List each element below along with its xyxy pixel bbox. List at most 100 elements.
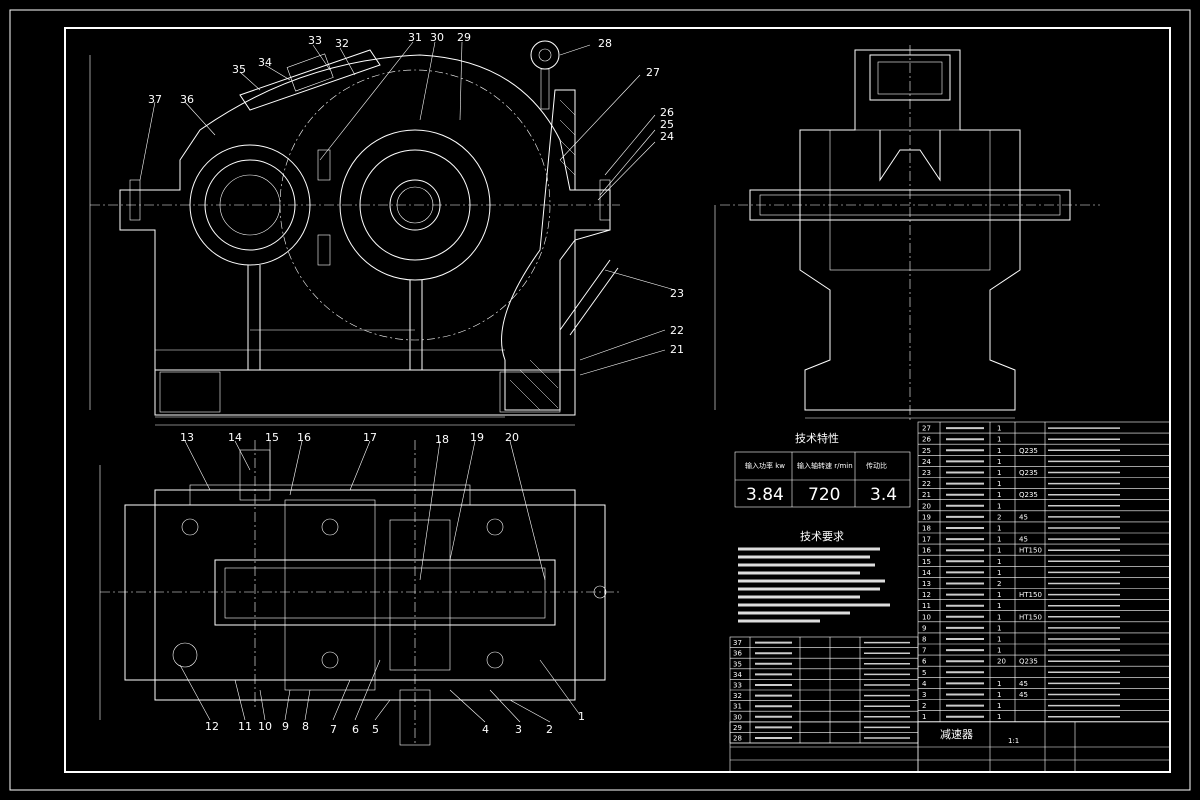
outer-border <box>9 9 1191 791</box>
bom-upper-qty: 1 <box>997 558 1001 566</box>
bom-lower-number: 37 <box>733 639 742 647</box>
params-value-power: 3.84 <box>746 485 784 505</box>
bom-upper-number: 9 <box>922 624 926 632</box>
bom-upper-qty: 1 <box>997 591 1001 599</box>
bom-upper-material: 45 <box>1019 513 1028 521</box>
balloon-22: 22 <box>670 324 684 337</box>
bom-upper-number: 22 <box>922 480 931 488</box>
bom-upper-number: 4 <box>922 680 927 688</box>
bom-upper-number: 11 <box>922 602 931 610</box>
top-leaders <box>179 440 581 723</box>
balloon-19: 19 <box>470 431 484 444</box>
bom-upper-qty: 1 <box>997 613 1001 621</box>
balloon-10: 10 <box>258 720 272 733</box>
title-block-scale: 1:1 <box>1008 737 1019 745</box>
bom-upper-number: 23 <box>922 469 931 477</box>
bom-upper-material: Q235 <box>1019 447 1038 455</box>
balloon-17: 17 <box>363 431 377 444</box>
params-title: 技术特性 <box>795 431 839 445</box>
balloon-23: 23 <box>670 287 684 300</box>
bom-upper-qty: 1 <box>997 713 1001 721</box>
bom-upper-material: HT150 <box>1019 591 1042 599</box>
balloon-26: 26 <box>660 106 674 119</box>
bom-upper-number: 13 <box>922 580 931 588</box>
bom-upper-number: 15 <box>922 558 931 566</box>
bom-upper-number: 12 <box>922 591 931 599</box>
top-balloons: 13 14 15 16 17 18 19 20 12 11 10 9 8 7 6… <box>180 431 585 736</box>
balloon-35: 35 <box>232 63 246 76</box>
balloon-21: 21 <box>670 343 684 356</box>
front-leaders <box>139 41 676 376</box>
balloon-16: 16 <box>297 431 311 444</box>
balloon-33: 33 <box>308 34 322 47</box>
balloon-31: 31 <box>408 31 422 44</box>
balloon-1: 1 <box>578 710 585 723</box>
balloon-2: 2 <box>546 723 553 736</box>
bom-upper-number: 19 <box>922 513 931 521</box>
title-block: 减速器 1:1 <box>729 721 1171 773</box>
bom-upper-number: 2 <box>922 702 926 710</box>
balloon-9: 9 <box>282 720 289 733</box>
bom-upper-number: 24 <box>922 458 931 466</box>
balloon-18: 18 <box>435 433 449 446</box>
bom-lower-number: 28 <box>733 735 742 743</box>
balloon-7: 7 <box>330 723 337 736</box>
bom-upper-qty: 1 <box>997 458 1001 466</box>
balloon-14: 14 <box>228 431 242 444</box>
front-view <box>89 40 620 426</box>
balloon-25: 25 <box>660 118 674 131</box>
bom-upper-qty: 1 <box>997 691 1001 699</box>
bom-upper-material: Q235 <box>1019 658 1038 666</box>
top-view <box>99 440 620 746</box>
balloon-36: 36 <box>180 93 194 106</box>
bom-upper-number: 18 <box>922 525 931 533</box>
title-block-name: 减速器 <box>940 728 973 741</box>
bom-upper-number: 20 <box>922 502 931 510</box>
bom-upper-material: HT150 <box>1019 613 1042 621</box>
bom-upper-material: 45 <box>1019 680 1028 688</box>
balloon-24: 24 <box>660 130 674 143</box>
bom-upper-qty: 1 <box>997 636 1001 644</box>
balloon-13: 13 <box>180 431 194 444</box>
bom-upper-qty: 1 <box>997 569 1001 577</box>
bom-lower-number: 29 <box>733 724 742 732</box>
bom-upper-material: Q235 <box>1019 469 1038 477</box>
bom-upper-number: 21 <box>922 491 931 499</box>
bom-upper-qty: 1 <box>997 624 1001 632</box>
bom-upper-qty: 1 <box>997 680 1001 688</box>
bom-lower-number: 35 <box>733 660 742 668</box>
bom-upper-material: Q235 <box>1019 491 1038 499</box>
balloon-32: 32 <box>335 37 349 50</box>
bom-upper-material: 45 <box>1019 691 1028 699</box>
balloon-11: 11 <box>238 720 252 733</box>
params-header-speed: 输入轴转速 r/min <box>797 461 853 470</box>
balloon-5: 5 <box>372 723 379 736</box>
side-view <box>714 45 1100 420</box>
bom-upper-qty: 1 <box>997 425 1001 433</box>
bom-lower-number: 34 <box>733 671 742 679</box>
balloon-3: 3 <box>515 723 522 736</box>
bom-upper-qty: 2 <box>997 513 1001 521</box>
bom-upper-qty: 1 <box>997 547 1001 555</box>
params-table: 技术特性 输入功率 kw 输入轴转速 r/min 传动比 3.84 720 3.… <box>734 431 911 508</box>
bom-upper-qty: 1 <box>997 536 1001 544</box>
bom-upper-number: 8 <box>922 636 926 644</box>
balloon-8: 8 <box>302 720 309 733</box>
bom-upper-number: 6 <box>922 658 927 666</box>
balloon-15: 15 <box>265 431 279 444</box>
bom-upper-qty: 1 <box>997 436 1001 444</box>
tech-requirements: 技术要求 <box>738 530 890 623</box>
bom-lower-number: 33 <box>733 682 742 690</box>
bom-upper-qty: 1 <box>997 602 1001 610</box>
bom-lower-number: 30 <box>733 713 742 721</box>
inner-border <box>64 27 1171 773</box>
bom-lower-number: 36 <box>733 650 742 658</box>
bom-upper-qty: 2 <box>997 580 1001 588</box>
bom-upper-number: 1 <box>922 713 926 721</box>
bom-upper-number: 7 <box>922 647 926 655</box>
bom-upper-qty: 1 <box>997 525 1001 533</box>
bom-lower-number: 32 <box>733 692 742 700</box>
bom-upper-number: 26 <box>922 436 931 444</box>
